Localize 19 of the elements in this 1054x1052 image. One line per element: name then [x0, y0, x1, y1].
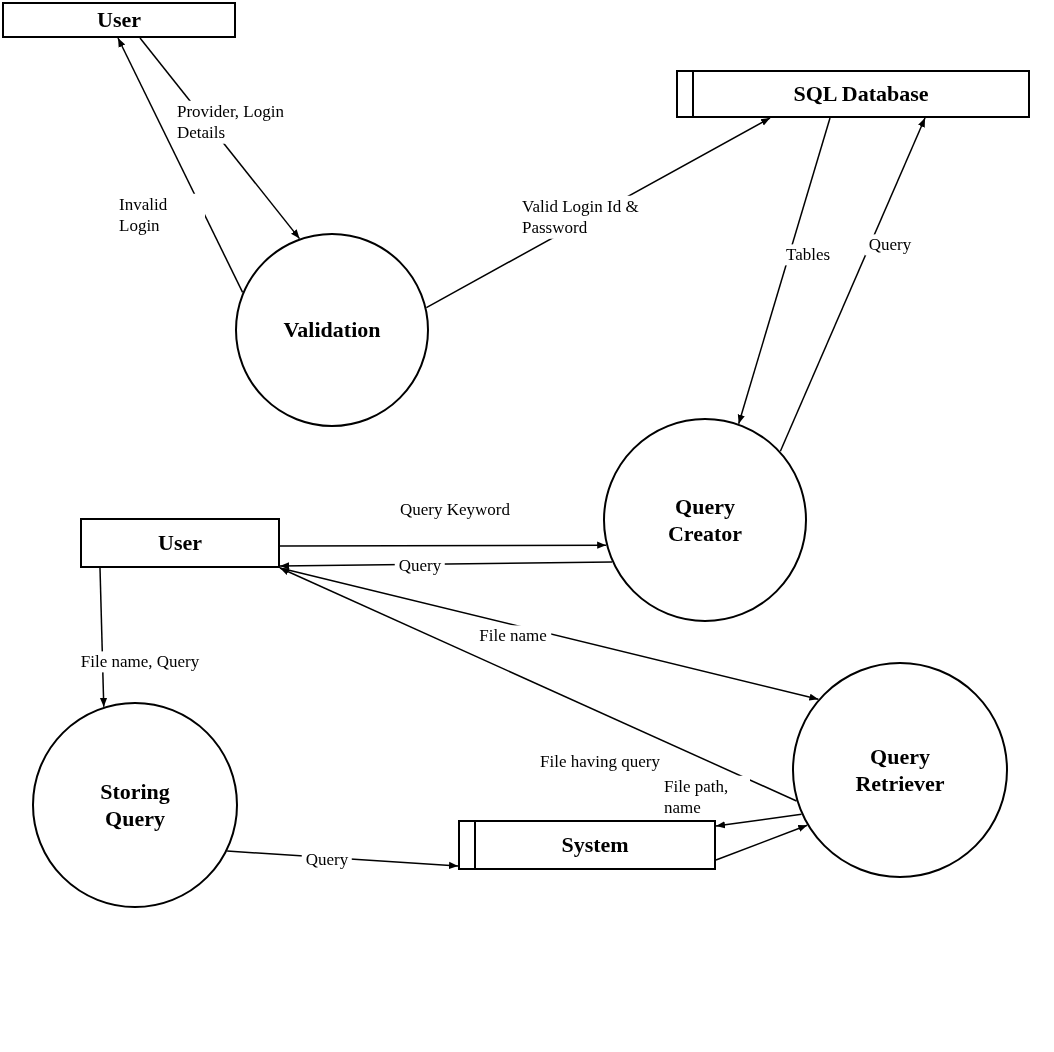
node-label: System	[560, 831, 629, 859]
arrow	[779, 117, 926, 452]
data-store-box	[676, 70, 1030, 118]
data-store-box	[458, 820, 716, 870]
node-label: Query Retriever	[854, 742, 946, 798]
arrow	[117, 37, 244, 294]
arrow	[279, 567, 798, 802]
node-label: SQL Database	[792, 80, 929, 108]
entity-box	[2, 2, 236, 38]
node-label: Validation	[283, 316, 381, 344]
node-label: Query Creator	[666, 492, 744, 548]
node-label: User	[158, 529, 202, 557]
node-label: Storing Query	[99, 777, 171, 833]
arrow	[737, 117, 831, 425]
arrow	[715, 824, 808, 861]
entity-box	[80, 518, 280, 568]
arrow	[715, 813, 803, 829]
arrow	[279, 541, 607, 549]
node-label: User	[97, 6, 141, 34]
